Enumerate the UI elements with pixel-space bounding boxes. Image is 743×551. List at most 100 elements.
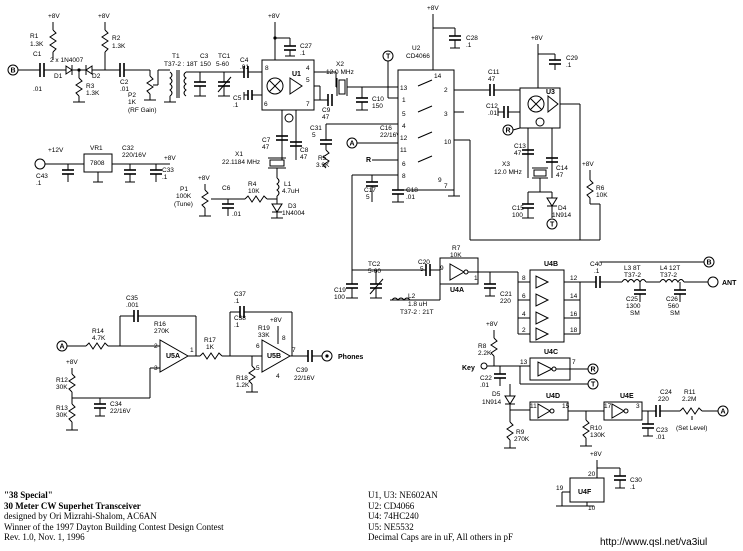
u4d-pin-11: 11	[530, 403, 537, 410]
p1-note: (Tune)	[174, 201, 193, 208]
u5b-pin-5: 5	[256, 365, 260, 372]
c15-value: 100	[512, 212, 523, 219]
c24-value: 220	[658, 396, 669, 403]
u4c-pin-7: 7	[572, 359, 576, 366]
c30-value: .1	[630, 484, 636, 491]
u2-value: CD4066	[406, 53, 430, 60]
c17-ref: C17	[364, 187, 376, 194]
u5b-opamp	[261, 339, 292, 373]
rf-input-section: B C1 .01 R1 1.3K +8V 2 x 1N4007 D1 D2 R3…	[7, 13, 262, 114]
phones-label: Phones	[338, 354, 363, 361]
u2-pin-10: 10	[444, 139, 452, 146]
p2-note: (RF Gain)	[128, 107, 157, 114]
u4e-label: U4E	[620, 393, 634, 400]
connector-r-key-label: R	[591, 367, 596, 374]
u3-label: U3	[546, 89, 555, 96]
keying-section: +8V R8 2.2K Key C22 .01 U4C 13 7 R T D5	[462, 321, 729, 512]
u4c-pin-13: 13	[520, 359, 528, 366]
c6-value: .01	[232, 211, 241, 218]
c35-value: .001	[126, 302, 139, 309]
r1-supply: +8V	[48, 13, 60, 20]
u4d-label: U4D	[546, 393, 560, 400]
u2-pin-1: 1	[402, 97, 406, 104]
r5-ref: R5	[318, 155, 327, 162]
r6-supply: +8V	[582, 161, 594, 168]
r13-value: 30K	[56, 412, 68, 419]
c34-value: 22/16V	[110, 408, 131, 415]
c26-value: 560	[668, 303, 679, 310]
c3-ref: C3	[200, 53, 209, 60]
parts-list: U1, U3: NE602AN U2: CD4066 U4: 74HC240 U…	[368, 490, 588, 543]
l2-note: T37-2 : 21T	[400, 309, 434, 316]
u2-supply: +8V	[427, 5, 439, 12]
c22-value: .01	[480, 382, 489, 389]
l2-value: 1.8 uH	[408, 301, 427, 308]
c40-value: .1	[594, 268, 600, 275]
c21-value: 220	[500, 298, 511, 305]
parts-u1-u3: U1, U3: NE602AN	[368, 490, 438, 500]
u2-ref: U2	[412, 45, 421, 52]
r12-supply: +8V	[66, 359, 78, 366]
r7-ref: R7	[452, 245, 461, 252]
r14-value: 4.7K	[92, 335, 106, 342]
c39-ref: C39	[296, 367, 308, 374]
c34-ref: C34	[110, 401, 122, 408]
connector-r-u3-label: R	[506, 128, 511, 135]
u2-pin-7: 7	[444, 183, 448, 190]
r12-ref: R12	[56, 377, 68, 384]
source-url[interactable]: http://www.qsl.net/va3iul	[600, 537, 708, 548]
connector-a-sidetone-label: A	[721, 409, 726, 416]
connector-a-audio-label: A	[60, 344, 65, 351]
u4b-pa: U4B 8 6 4 2 12 14 16 18 C40 .1 L3 8T T37…	[517, 256, 737, 343]
u1-pin-7: 7	[306, 101, 310, 108]
r9-ref: R9	[516, 429, 525, 436]
p1-supply: +8V	[198, 175, 210, 182]
u5a-label: U5A	[166, 353, 180, 360]
c38-ref: C38	[234, 315, 246, 322]
r2-ref: R2	[112, 35, 121, 42]
connector-t-u3-label: T	[550, 222, 555, 229]
l3-ref: L3 8T	[624, 265, 641, 272]
u5a-pin-2: 2	[154, 343, 158, 350]
c23-value: .01	[656, 434, 665, 441]
r11-ref: R11	[684, 389, 696, 396]
connector-t-u3	[546, 218, 558, 230]
u5a-pin-1: 1	[190, 347, 194, 354]
c40-ref: C40	[590, 261, 602, 268]
u4b-pin-6: 6	[522, 293, 526, 300]
v12-label: +12V	[48, 147, 64, 154]
u4b-box	[529, 269, 565, 343]
r19-value: 33K	[258, 332, 270, 339]
u1-supply: +8V	[268, 13, 280, 20]
c12-ref: C12	[486, 103, 498, 110]
l3-value: T37-2	[624, 272, 641, 279]
u2-pin-8: 8	[402, 173, 406, 180]
vr1-ref: VR1	[90, 145, 103, 152]
parts-caps-note: Decimal Caps are in uF, All others in pF	[368, 532, 514, 542]
c9-value: 47	[322, 114, 330, 121]
u2-pin-14: 14	[434, 73, 442, 80]
c14-ref: C14	[556, 165, 568, 172]
c22-ref: C22	[480, 375, 492, 382]
r6-ref: R6	[596, 185, 605, 192]
l4-value: T37-2	[660, 272, 677, 279]
tc1-ref: TC1	[218, 53, 231, 60]
u5b-pin-8: 8	[282, 335, 286, 342]
connector-r-mid-label: R	[366, 157, 371, 164]
r3-ref: R3	[86, 83, 95, 90]
key-jack	[480, 362, 488, 370]
c25-value: 1300	[626, 303, 641, 310]
c29-value: .1	[566, 62, 572, 69]
c33-ref: C33	[162, 167, 174, 174]
c21-ref: C21	[500, 291, 512, 298]
p2-ref: P2	[128, 92, 136, 99]
r11-value: 2.2M	[682, 396, 696, 403]
u4b-pin-4: 4	[522, 311, 526, 318]
c37-ref: C37	[234, 291, 246, 298]
u2-switch: +8V C28 .1 U2 CD4066 14 13 1 5 4 12 11 6…	[351, 5, 480, 270]
d3-ref: D3	[288, 203, 297, 210]
r2-supply: +8V	[98, 13, 110, 20]
connector-b-right	[703, 256, 715, 268]
tc1-value: 5-60	[216, 61, 229, 68]
p1-ref: P1	[180, 186, 188, 193]
